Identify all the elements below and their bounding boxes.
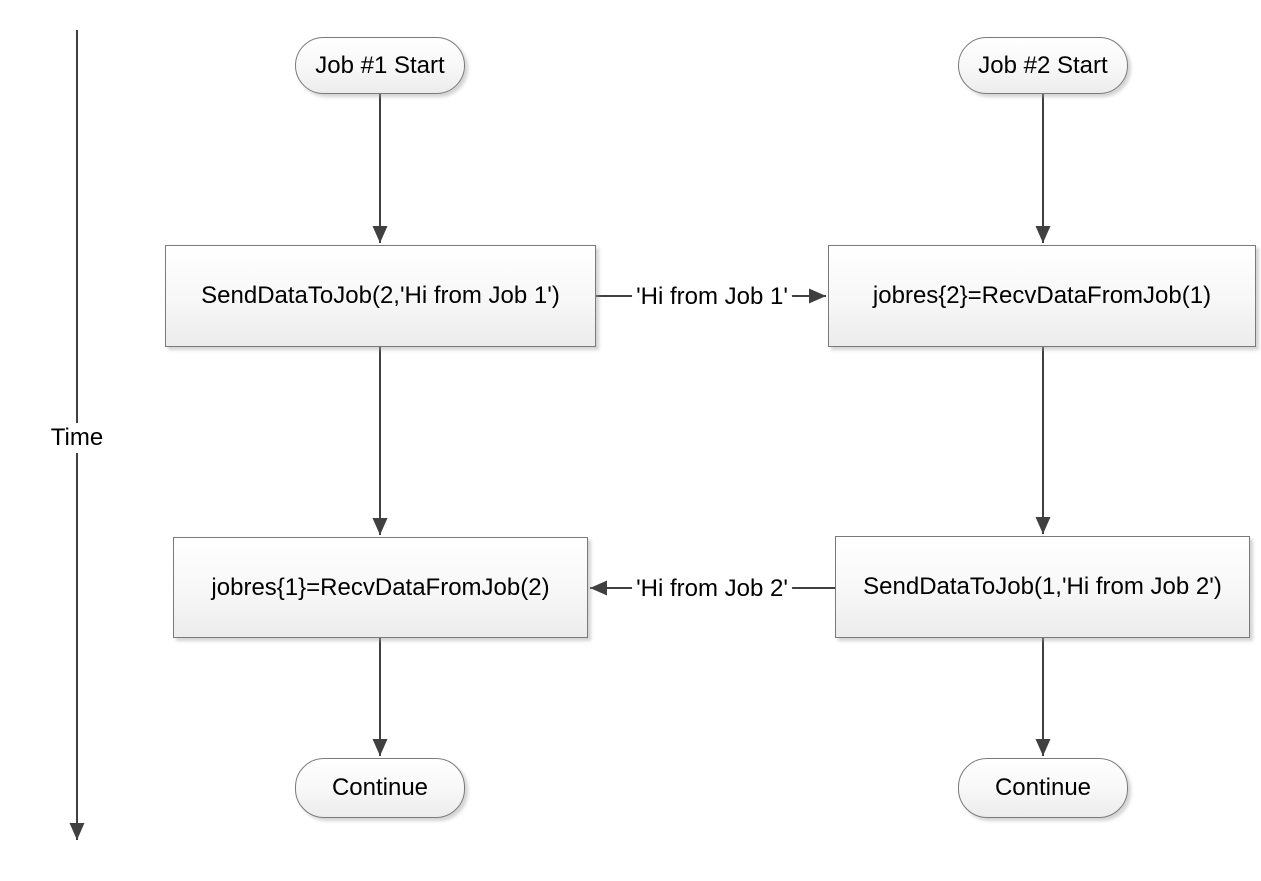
process-job1-send: SendDataToJob(2,'Hi from Job 1') xyxy=(165,245,596,347)
message-label-hi-from-job1: 'Hi from Job 1' xyxy=(632,282,792,312)
process-job2-send: SendDataToJob(1,'Hi from Job 2') xyxy=(835,536,1250,638)
process-job1-recv: jobres{1}=RecvDataFromJob(2) xyxy=(173,537,588,638)
process-job2-recv: jobres{2}=RecvDataFromJob(1) xyxy=(828,245,1256,347)
time-axis-label: Time xyxy=(46,423,108,453)
terminal-job1-continue: Continue xyxy=(295,758,465,818)
terminal-job2-continue: Continue xyxy=(958,758,1128,818)
terminal-job2-start: Job #2 Start xyxy=(958,37,1128,94)
message-label-hi-from-job2: 'Hi from Job 2' xyxy=(632,574,792,604)
terminal-job1-start: Job #1 Start xyxy=(295,37,465,94)
